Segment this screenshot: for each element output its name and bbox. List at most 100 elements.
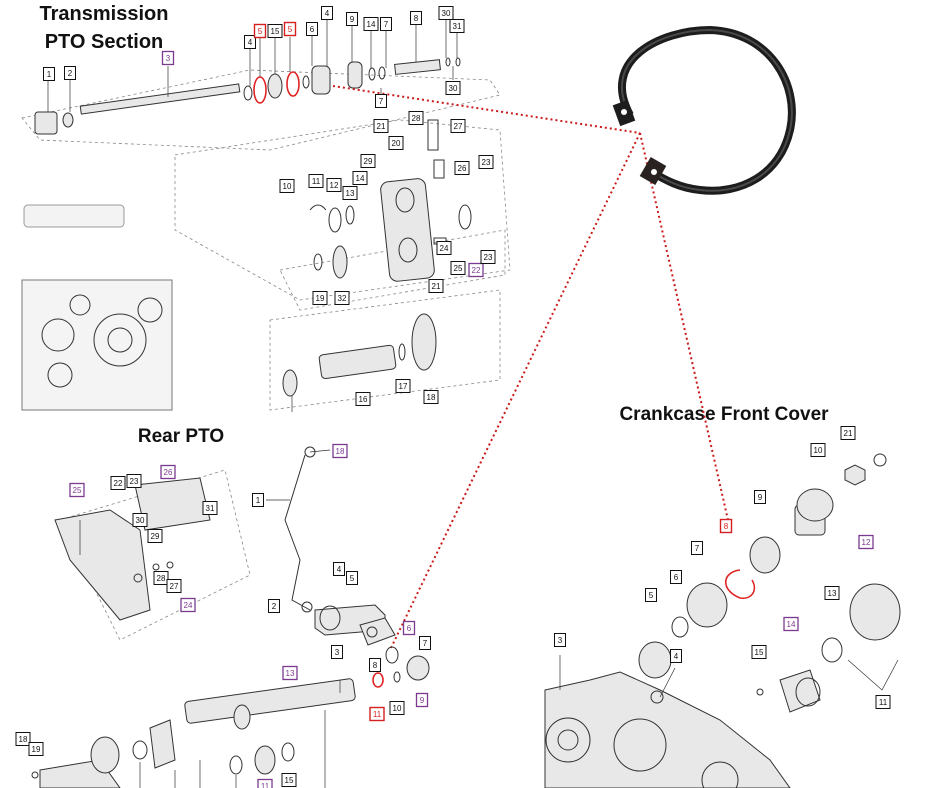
part-number: 22 bbox=[472, 266, 481, 275]
crankcase-title: Crankcase Front Cover bbox=[619, 404, 829, 425]
part-callout: 26 bbox=[454, 161, 470, 175]
part-callout: 9 bbox=[346, 12, 358, 26]
part-callout: 4 bbox=[244, 35, 256, 49]
part-number: 26 bbox=[164, 468, 173, 477]
dotted-link-to-transmission bbox=[332, 85, 641, 134]
part-callout: 5 bbox=[645, 588, 657, 602]
part-callout: 26 bbox=[160, 464, 176, 480]
part-number: 29 bbox=[151, 532, 160, 541]
part-callout: 24 bbox=[436, 241, 452, 255]
part-callout: 21 bbox=[428, 279, 444, 293]
part-number: 27 bbox=[454, 122, 463, 131]
part-callout: 17 bbox=[395, 379, 411, 393]
part-callout: 13 bbox=[282, 665, 298, 681]
part-callout: 28 bbox=[408, 111, 424, 125]
part-callout: 23 bbox=[478, 155, 494, 169]
part-number: 4 bbox=[248, 38, 253, 47]
part-number: 21 bbox=[432, 282, 441, 291]
part-number: 10 bbox=[814, 446, 823, 455]
part-number: 12 bbox=[862, 538, 871, 547]
part-callout: 18 bbox=[423, 390, 439, 404]
part-callout: 19 bbox=[28, 742, 44, 756]
part-number: 25 bbox=[73, 486, 82, 495]
part-number: 28 bbox=[412, 114, 421, 123]
leader-lines bbox=[47, 20, 676, 698]
part-callout: 4 bbox=[333, 562, 345, 576]
part-callout: 8 bbox=[410, 11, 422, 25]
part-callout: 16 bbox=[355, 392, 371, 406]
part-callout: 1 bbox=[43, 67, 55, 81]
part-number: 23 bbox=[484, 253, 493, 262]
part-callout: 15 bbox=[267, 24, 283, 38]
part-number: 20 bbox=[392, 139, 401, 148]
part-callout: 1 bbox=[252, 493, 264, 507]
part-number: 6 bbox=[310, 25, 315, 34]
part-number: 19 bbox=[316, 294, 325, 303]
part-callout: 27 bbox=[166, 579, 182, 593]
part-number: 24 bbox=[184, 601, 193, 610]
part-callout: 21 bbox=[840, 426, 856, 440]
part-number: 11 bbox=[261, 782, 270, 788]
part-number: 13 bbox=[828, 589, 837, 598]
part-number: 13 bbox=[346, 189, 355, 198]
part-callout: 5 bbox=[253, 23, 267, 39]
part-number: 30 bbox=[449, 84, 458, 93]
part-number: 10 bbox=[283, 182, 292, 191]
part-callout: 11 bbox=[257, 778, 273, 788]
part-callout: 13 bbox=[824, 586, 840, 600]
part-number: 8 bbox=[373, 661, 378, 670]
part-callout: 27 bbox=[450, 119, 466, 133]
part-number: 5 bbox=[649, 591, 654, 600]
transmission-title-line-2: PTO Section bbox=[45, 31, 164, 53]
part-callout: 6 bbox=[670, 570, 682, 584]
part-callout: 6 bbox=[402, 620, 416, 636]
part-number: 7 bbox=[423, 639, 428, 648]
part-number: 17 bbox=[399, 382, 408, 391]
part-number: 4 bbox=[325, 9, 330, 18]
part-callout: 7 bbox=[419, 636, 431, 650]
part-callout: 4 bbox=[670, 649, 682, 663]
part-callout: 13 bbox=[342, 186, 358, 200]
part-callout: 31 bbox=[449, 19, 465, 33]
part-number: 27 bbox=[170, 582, 179, 591]
part-number: 25 bbox=[454, 264, 463, 273]
part-number: 16 bbox=[359, 395, 368, 404]
part-number: 31 bbox=[206, 504, 215, 513]
part-callout: 30 bbox=[445, 81, 461, 95]
part-number: 9 bbox=[350, 15, 355, 24]
part-callout: 9 bbox=[754, 490, 766, 504]
part-number: 5 bbox=[350, 574, 355, 583]
part-number: 8 bbox=[414, 14, 419, 23]
part-callout: 14 bbox=[352, 171, 368, 185]
part-number: 14 bbox=[356, 174, 365, 183]
part-number: 22 bbox=[114, 479, 123, 488]
part-number: 18 bbox=[19, 735, 28, 744]
part-callout: 29 bbox=[360, 154, 376, 168]
crankcase-drawing bbox=[544, 453, 901, 788]
part-number: 14 bbox=[367, 20, 376, 29]
part-number: 24 bbox=[440, 244, 449, 253]
part-callout: 18 bbox=[332, 443, 348, 459]
part-number: 7 bbox=[695, 544, 700, 553]
part-number: 4 bbox=[337, 565, 342, 574]
dotted-link-to-rear-pto bbox=[389, 132, 641, 651]
part-callout: 22 bbox=[468, 262, 484, 278]
part-number: 5 bbox=[288, 25, 293, 34]
part-callout: 2 bbox=[268, 599, 280, 613]
part-number: 7 bbox=[379, 97, 384, 106]
part-callout: 32 bbox=[334, 291, 350, 305]
part-number: 11 bbox=[373, 710, 382, 719]
part-callout: 5 bbox=[283, 21, 297, 37]
part-callout: 25 bbox=[450, 261, 466, 275]
part-number: 11 bbox=[879, 698, 888, 707]
part-callout: 6 bbox=[306, 22, 318, 36]
part-callout: 11 bbox=[875, 695, 891, 709]
part-number: 15 bbox=[755, 648, 764, 657]
part-number: 6 bbox=[407, 624, 412, 633]
part-callout: 3 bbox=[331, 645, 343, 659]
transmission-title-line-1: Transmission bbox=[40, 3, 169, 25]
part-callout: 7 bbox=[691, 541, 703, 555]
part-callout: 12 bbox=[326, 178, 342, 192]
part-number: 19 bbox=[32, 745, 41, 754]
dotted-link-to-crankcase bbox=[639, 132, 729, 521]
